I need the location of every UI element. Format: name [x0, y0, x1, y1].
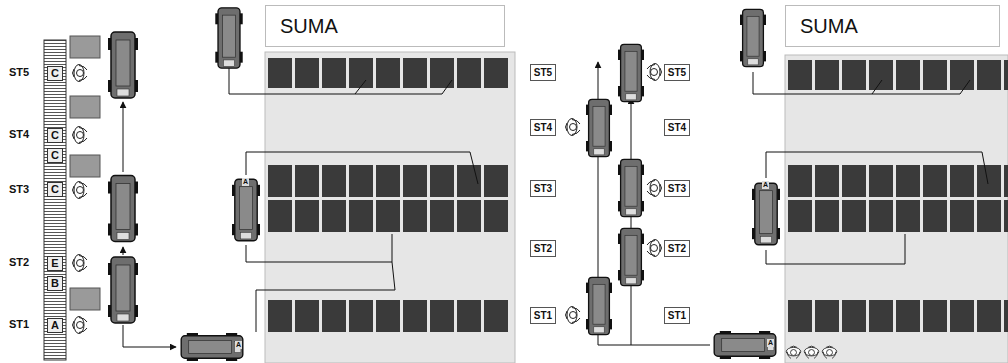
node-text: B	[51, 277, 59, 289]
warehouse-title-box: SUMA	[265, 5, 505, 47]
warehouse-area	[785, 55, 1008, 363]
station-box: ST5	[530, 64, 556, 81]
cart-tag: A	[767, 339, 774, 347]
station-slot: C	[47, 66, 63, 81]
node-text: ST1	[534, 310, 552, 321]
node-text: ST3	[668, 183, 686, 194]
station-box: ST1	[664, 307, 690, 324]
station-box: ST4	[530, 119, 556, 136]
station-box: ST3	[530, 180, 556, 197]
cart-tag: A	[235, 341, 242, 349]
station-box: ST4	[664, 119, 690, 136]
cart-tag: A	[242, 178, 249, 186]
station-box: ST3	[664, 180, 690, 197]
station-slot: E	[47, 256, 63, 271]
station-slot: A	[47, 318, 63, 333]
node-text: ST2	[668, 243, 686, 254]
station-box: ST2	[530, 240, 556, 257]
warehouse-title-box: SUMA	[785, 5, 1000, 47]
station-label: ST4	[9, 128, 29, 140]
station-slot: C	[47, 128, 63, 143]
station-label: ST1	[9, 318, 29, 330]
node-text: C	[51, 183, 59, 195]
node-text: ST4	[668, 122, 686, 133]
node-text: ST5	[534, 67, 552, 78]
node-text: SUMA	[280, 15, 338, 37]
node-text: ST1	[668, 310, 686, 321]
node-text: ST2	[534, 243, 552, 254]
station-box: ST2	[664, 240, 690, 257]
node-text: C	[51, 149, 59, 161]
conveyor-strip	[44, 40, 66, 360]
cart-tag: A	[762, 181, 769, 189]
node-text: ST4	[534, 122, 552, 133]
operator	[73, 64, 837, 359]
station-box: ST1	[530, 307, 556, 324]
station-slot: C	[47, 182, 63, 197]
node-text: A	[51, 319, 59, 331]
node-text: E	[51, 257, 58, 269]
agv-cart	[108, 8, 780, 361]
station-slot: B	[47, 276, 63, 291]
node-text: C	[51, 129, 59, 141]
station-slot: C	[47, 148, 63, 163]
station-label: ST5	[9, 66, 29, 78]
warehouse-area	[265, 52, 515, 363]
node-text: ST5	[668, 67, 686, 78]
node-text: ST3	[534, 183, 552, 194]
node-text: SUMA	[800, 15, 858, 37]
station-label: ST2	[9, 256, 29, 268]
route-line	[123, 62, 988, 347]
material-box	[70, 36, 100, 310]
station-label: ST3	[9, 183, 29, 195]
node-text: C	[51, 67, 59, 79]
station-box: ST5	[664, 64, 690, 81]
